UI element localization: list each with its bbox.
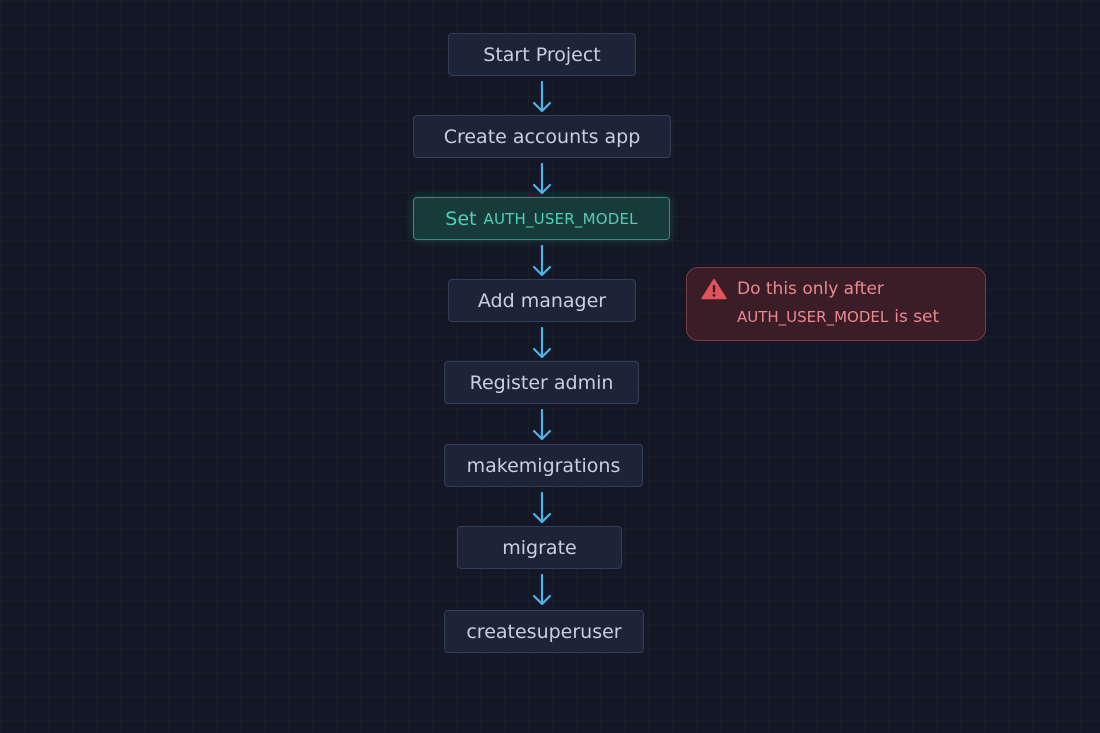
warning-text-line2: is set bbox=[894, 307, 940, 327]
step-create-accounts-app: Create accounts app bbox=[413, 115, 671, 158]
warning-text-line1: Do this only after bbox=[737, 279, 884, 299]
step-start-project: Start Project bbox=[448, 33, 636, 76]
step-set-label: Set bbox=[445, 207, 477, 230]
step-register-admin: Register admin bbox=[444, 361, 639, 404]
warning-icon bbox=[701, 278, 727, 300]
step-migrate: migrate bbox=[457, 526, 622, 569]
arrow-5-icon bbox=[531, 408, 553, 442]
step-makemigrations: makemigrations bbox=[444, 444, 643, 487]
arrow-3-icon bbox=[531, 244, 553, 278]
arrow-1-icon bbox=[531, 80, 553, 114]
step-createsuperuser: createsuperuser bbox=[444, 610, 644, 653]
step-set-auth-user-model: Set AUTH_USER_MODEL bbox=[413, 197, 670, 240]
warning-note: Do this only after AUTH_USER_MODEL is se… bbox=[686, 267, 986, 341]
step-add-manager: Add manager bbox=[448, 279, 636, 322]
step-set-code: AUTH_USER_MODEL bbox=[483, 209, 638, 228]
arrow-6-icon bbox=[531, 491, 553, 525]
arrow-7-icon bbox=[531, 573, 553, 607]
warning-code: AUTH_USER_MODEL bbox=[737, 308, 889, 326]
arrow-4-icon bbox=[531, 326, 553, 360]
arrow-2-icon bbox=[531, 162, 553, 196]
